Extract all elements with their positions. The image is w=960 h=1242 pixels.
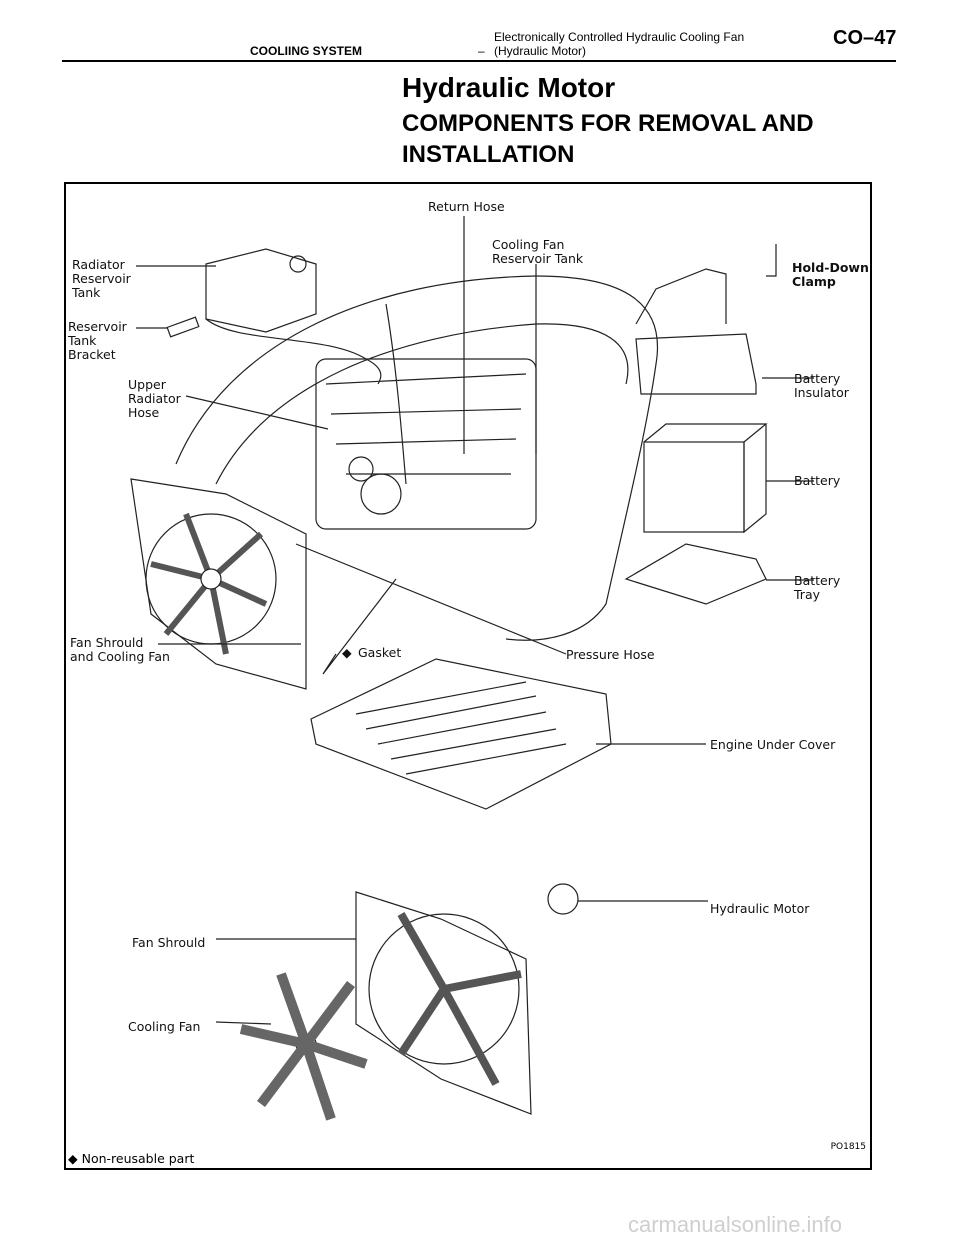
label-battery-tray: Battery Tray — [794, 573, 841, 602]
page-subtitle: COMPONENTS FOR REMOVAL AND INSTALLATION — [402, 110, 814, 168]
label-return-hose: Return Hose — [428, 199, 505, 214]
car-body-outline — [175, 275, 658, 641]
label-gasket: Gasket — [358, 645, 402, 660]
header-separator: – — [478, 44, 485, 58]
label-cooling-fan: Cooling Fan — [128, 1019, 201, 1034]
label-hold-down-clamp: Hold-Down Clamp — [792, 260, 869, 289]
engine-under-cover — [310, 658, 612, 810]
label-engine-under-cover: Engine Under Cover — [710, 737, 836, 752]
header-subtitle-line2: (Hydraulic Motor) — [494, 44, 587, 58]
battery — [643, 441, 745, 533]
figure-drawing — [130, 216, 814, 1121]
label-hydraulic-motor: Hydraulic Motor — [710, 901, 810, 916]
hold-down-clamp — [635, 268, 727, 325]
radiator-reservoir-tank — [205, 248, 317, 333]
label-upper-radiator-hose: Upper Radiator Hose — [128, 377, 181, 420]
label-radiator-reservoir-tank: Radiator Reservoir Tank — [72, 257, 131, 300]
label-fan-shroud: Fan Shrould — [132, 935, 206, 950]
label-pressure-hose: Pressure Hose — [566, 647, 655, 662]
page-title: Hydraulic Motor — [402, 72, 616, 103]
battery-tray — [624, 543, 767, 605]
header-rule — [62, 60, 896, 62]
footnote: ◆ Non-reusable part — [68, 1151, 194, 1166]
label-reservoir-tank-bracket: Reservoir Tank Bracket — [68, 319, 127, 362]
footnote-text: Non-reusable part — [81, 1151, 195, 1166]
diamond-icon: ◆ — [342, 645, 352, 660]
fan-shroud-top — [130, 478, 307, 690]
page-number: CO–47 — [833, 27, 897, 49]
diamond-icon: ◆ — [68, 1151, 82, 1166]
battery-insulator — [635, 333, 757, 395]
label-cooling-fan-reservoir-tank: Cooling Fan Reservoir Tank — [492, 237, 584, 266]
label-battery-insulator: Battery Insulator — [794, 371, 849, 400]
header-subtitle-line1: Electronically Controlled Hydraulic Cool… — [494, 30, 745, 44]
header-section: COOLIING SYSTEM — [250, 44, 363, 58]
figure-code: PO1815 — [830, 1142, 866, 1152]
components-figure: Return Hose Cooling Fan Reservoir Tank R… — [64, 182, 872, 1170]
watermark: carmanualsonline.info — [628, 1212, 843, 1237]
label-battery: Battery — [794, 473, 841, 488]
fan-shroud-bottom — [355, 891, 532, 1115]
reservoir-tank-bracket — [166, 316, 200, 338]
label-fan-shroud-and-cooling-fan: Fan Shrould and Cooling Fan — [70, 635, 170, 664]
hydraulic-motor — [547, 883, 579, 915]
